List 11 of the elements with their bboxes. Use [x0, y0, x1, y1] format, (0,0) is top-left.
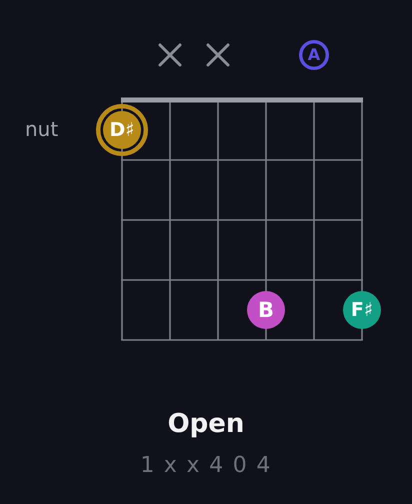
chord-title: Open — [168, 409, 244, 439]
note-name: B — [258, 300, 274, 320]
note-name: A — [308, 47, 320, 63]
nut-label: nut — [25, 119, 58, 139]
note-name: D♯ — [110, 120, 134, 140]
note-name: F♯ — [350, 300, 374, 320]
note-dot — [247, 291, 285, 329]
note-dot — [343, 291, 381, 329]
fingering-caption: 1 x x 4 0 4 — [140, 453, 272, 478]
open-string-ring — [299, 40, 329, 70]
ringed-note-dot — [96, 104, 148, 156]
